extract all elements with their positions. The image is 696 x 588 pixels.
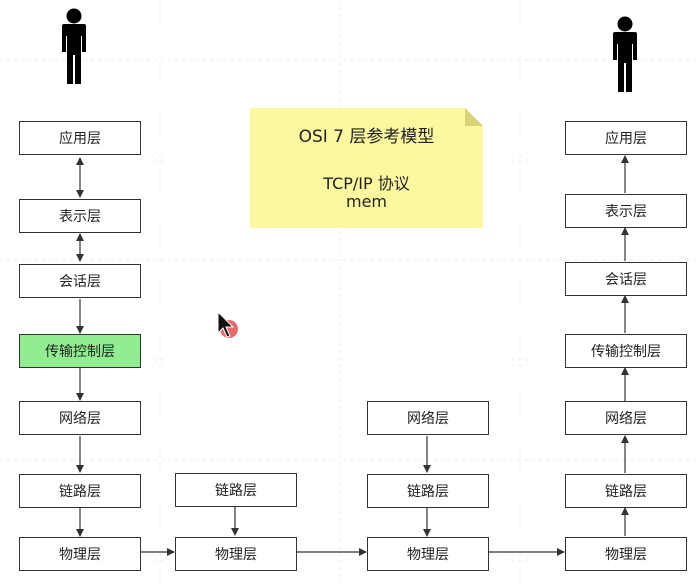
note-line-3: mem bbox=[345, 192, 387, 211]
right-application-layer: 应用层 bbox=[565, 121, 687, 155]
relay2-network-layer: 网络层 bbox=[367, 401, 489, 435]
left-network-layer: 网络层 bbox=[19, 401, 141, 435]
left-presentation-layer: 表示层 bbox=[19, 199, 141, 233]
person-icon bbox=[62, 8, 86, 84]
left-application-layer: 应用层 bbox=[19, 121, 141, 155]
relay1-link-layer: 链路层 bbox=[175, 473, 297, 507]
left-session-layer: 会话层 bbox=[19, 264, 141, 298]
person-icon bbox=[613, 16, 637, 92]
sticky-note: OSI 7 层参考模型 TCP/IP 协议 mem bbox=[250, 108, 483, 228]
right-network-layer: 网络层 bbox=[565, 401, 687, 435]
left-link-layer: 链路层 bbox=[19, 474, 141, 508]
right-link-layer: 链路层 bbox=[565, 474, 687, 508]
mouse-cursor-icon bbox=[217, 311, 238, 338]
relay2-physical-layer: 物理层 bbox=[367, 537, 489, 571]
right-physical-layer: 物理层 bbox=[565, 537, 687, 571]
right-presentation-layer: 表示层 bbox=[565, 194, 687, 228]
right-transport-layer: 传输控制层 bbox=[565, 334, 687, 368]
left-physical-layer: 物理层 bbox=[19, 537, 141, 571]
right-session-layer: 会话层 bbox=[565, 262, 687, 296]
left-transport-layer: 传输控制层 bbox=[19, 334, 141, 368]
relay2-link-layer: 链路层 bbox=[367, 474, 489, 508]
note-line-2: TCP/IP 协议 bbox=[323, 174, 410, 193]
note-line-1: OSI 7 层参考模型 bbox=[298, 127, 435, 147]
relay1-physical-layer: 物理层 bbox=[175, 537, 297, 571]
